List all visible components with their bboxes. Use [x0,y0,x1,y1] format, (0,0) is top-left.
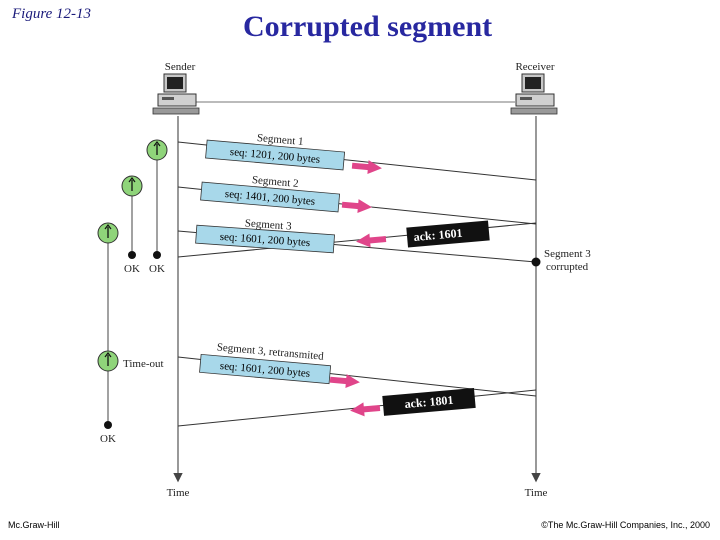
timeout-timer-icon [97,350,119,372]
corrupted-label-line2: corrupted [546,261,589,273]
ack-box: ack: 1801 [382,387,476,416]
receiver-time-label: Time [525,487,548,499]
copyright-footer: ©The Mc.Graw-Hill Companies, Inc., 2000 [541,520,710,530]
segment-title: Segment 1 [256,132,304,148]
timer-icon [121,175,143,197]
arrow-icon [341,199,372,214]
receiver-computer-icon [510,73,558,115]
ack-label: ack: 1601 [413,226,463,244]
corrupted-dot [531,257,541,267]
corrupted-label-line1: Segment 3 [544,248,591,260]
timer-icon [97,222,119,244]
segment-box: seq: 1601, 200 bytes [195,224,335,254]
ok-dot [153,251,161,259]
page-title: Corrupted segment [243,10,493,43]
segment-box: seq: 1201, 200 bytes [205,139,346,171]
ok-label: OK [100,433,116,445]
sender-computer-icon [152,73,200,115]
segment-title: Segment 2 [251,174,299,190]
segment-box: seq: 1601, 200 bytes [199,353,332,385]
sender-label: Sender [165,61,196,73]
arrow-icon [351,160,382,175]
arrow-icon [350,402,381,417]
segment-box: seq: 1401, 200 bytes [200,181,341,213]
segment-title: Segment 3 [244,217,292,232]
figure-label: Figure 12-13 [12,6,92,22]
arrow-icon [329,374,360,389]
ack-box: ack: 1601 [406,220,490,248]
arrow-icon [356,233,387,248]
timeout-label: Time-out [123,358,164,370]
publisher-footer: Mc.Graw-Hill [8,520,60,530]
sender-time-label: Time [167,487,190,499]
ok-label: OK [124,263,140,275]
timer-icon [146,139,168,161]
ok-label: OK [149,263,165,275]
ok-dot [128,251,136,259]
ack-label: ack: 1801 [404,393,454,411]
receiver-label: Receiver [515,61,554,73]
ok-dot [104,421,112,429]
